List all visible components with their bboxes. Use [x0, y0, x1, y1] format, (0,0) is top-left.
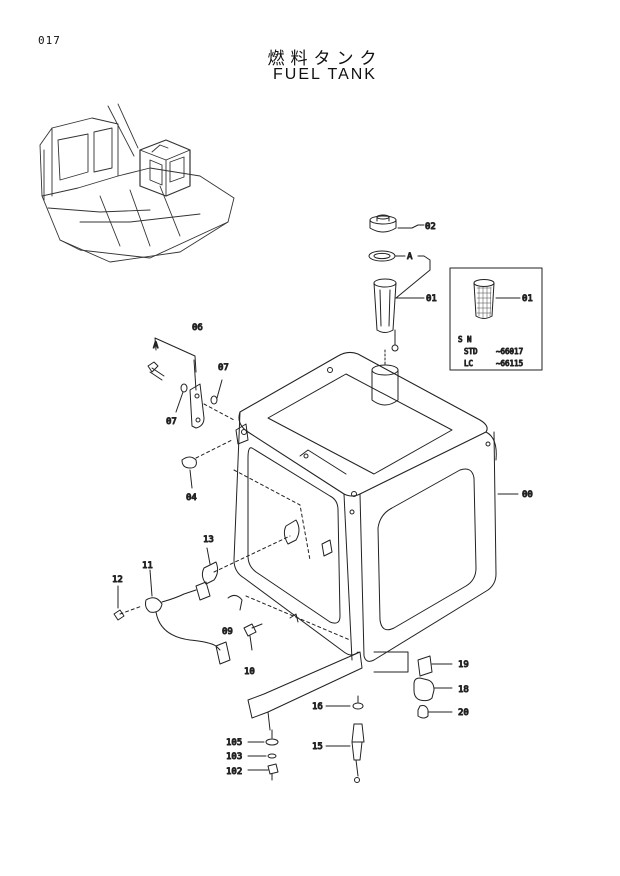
page-title-japanese: 燃料タンク: [267, 49, 383, 69]
callout-04: 04: [186, 493, 197, 503]
callout-06: 06: [192, 323, 203, 333]
callout-00: 00: [522, 490, 533, 500]
callout-09: 09: [222, 627, 233, 637]
callout-07-left: 07: [166, 417, 177, 427]
callout-15: 15: [312, 742, 323, 752]
callout-103: 103: [226, 752, 242, 762]
callout-102: 102: [226, 767, 242, 777]
callout-20: 20: [458, 708, 469, 718]
callout-a-seal: A: [407, 252, 413, 262]
inset-lc-value: ~66115: [496, 359, 523, 368]
callout-105: 105: [226, 738, 242, 748]
inset-lc-label: LC: [464, 359, 473, 368]
filler-cap-group: [368, 214, 431, 352]
inset-std-value: ~66017: [496, 347, 523, 356]
callout-19: 19: [458, 660, 469, 670]
callout-18: 18: [458, 685, 469, 695]
fuel-tank-body: [233, 349, 519, 662]
inset-sn-label: S N: [458, 335, 472, 344]
page-number: 017: [38, 34, 61, 47]
level-gauge-group: [147, 337, 249, 489]
callout-a-screw: A: [153, 341, 159, 351]
callout-10: 10: [244, 667, 255, 677]
callout-01-inset: 01: [522, 294, 533, 304]
bottom-fittings-group: [247, 655, 453, 783]
callout-13: 13: [203, 535, 214, 545]
excavator-locator-illustration: [39, 103, 235, 263]
inset-std-label: STD: [464, 347, 478, 356]
callout-02: 02: [425, 222, 436, 232]
page-title: FUEL TANK: [273, 66, 377, 83]
callout-12: 12: [112, 575, 123, 585]
callout-16: 16: [312, 702, 323, 712]
serial-number-inset: [449, 267, 543, 371]
callout-01: 01: [426, 294, 437, 304]
callout-11: 11: [142, 561, 153, 571]
callout-07-right: 07: [218, 363, 229, 373]
sensor-harness-group: [113, 519, 409, 731]
